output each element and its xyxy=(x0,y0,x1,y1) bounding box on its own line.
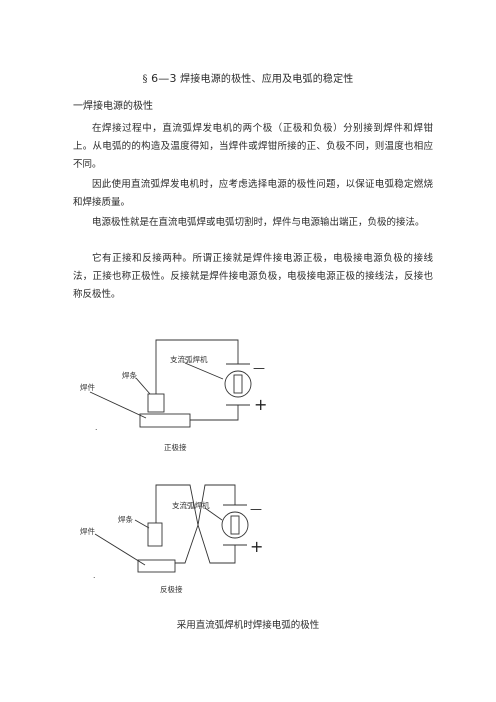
section-symbol: § xyxy=(142,74,148,85)
reverse-polarity-diagram xyxy=(94,484,249,573)
reverse-generator-brush xyxy=(230,515,240,535)
paragraph-4: 它有正接和反接两种。所谓正接就是焊件接电源正极，电极接电源负极的接线法，正接也称… xyxy=(73,253,433,300)
forward-workpiece xyxy=(139,413,191,428)
forward-generator-brush xyxy=(233,374,243,394)
reverse-minus-sign: — xyxy=(250,502,262,516)
section-number: 6—3 xyxy=(151,72,177,85)
reverse-workpiece xyxy=(137,559,176,573)
forward-wire-top xyxy=(155,339,239,394)
forward-generator xyxy=(224,370,252,398)
figure-caption: 采用直流弧焊机时焊接电弧的极性 xyxy=(176,620,320,631)
section-title: § 6—3 焊接电源的极性、应用及电弧的稳定性 xyxy=(0,70,496,85)
forward-caption: 正极接 xyxy=(164,442,187,452)
reverse-plus-sign: + xyxy=(250,537,263,556)
forward-workpiece-label: 焊件 xyxy=(80,382,95,392)
reverse-electrode-label: 焊条 xyxy=(118,514,133,524)
reverse-caption: 反极接 xyxy=(160,584,183,594)
forward-electrode xyxy=(147,393,165,413)
reverse-corner-mark: . xyxy=(93,571,95,580)
reverse-electrode-leader xyxy=(134,519,150,529)
reverse-machine-label: 支流弧焊机 xyxy=(172,500,210,510)
reverse-electrode xyxy=(147,522,163,547)
forward-polarity-diagram xyxy=(89,339,252,428)
paragraph-1: 在焊接过程中，直流弧焊发电机的两个极（正极和负极）分别接到焊件和焊钳上。从电弧的… xyxy=(73,123,433,170)
reverse-generator xyxy=(221,511,249,539)
forward-electrode-leader xyxy=(135,377,151,395)
reverse-wire-electrode xyxy=(155,484,236,564)
forward-plus-sign: + xyxy=(254,395,267,414)
reverse-workpiece-leader xyxy=(94,533,146,566)
reverse-machine-leader xyxy=(204,507,223,521)
reverse-workpiece-label: 焊件 xyxy=(80,526,95,536)
section-title-text: 焊接电源的极性、应用及电弧的稳定性 xyxy=(180,74,354,85)
forward-corner-mark: . xyxy=(95,423,97,432)
forward-wire-bottom xyxy=(190,405,239,421)
forward-workpiece-leader xyxy=(89,391,147,419)
paragraph-2: 因此使用直流弧焊发电机时，应考虑选择电源的极性问题，以保证电弧稳定燃烧和焊接质量… xyxy=(73,179,433,208)
reverse-wire-workpiece xyxy=(175,484,236,564)
paragraph-3: 电源极性就是在直流电弧焊或电弧切割时，焊件与电源输出端正，负极的接法。 xyxy=(92,217,425,228)
forward-machine-label: 支流弧焊机 xyxy=(170,354,208,364)
forward-electrode-label: 焊条 xyxy=(122,370,137,380)
subsection-heading: 一焊接电源的极性 xyxy=(73,101,153,112)
forward-minus-sign: — xyxy=(253,361,265,375)
forward-machine-leader xyxy=(184,362,224,380)
